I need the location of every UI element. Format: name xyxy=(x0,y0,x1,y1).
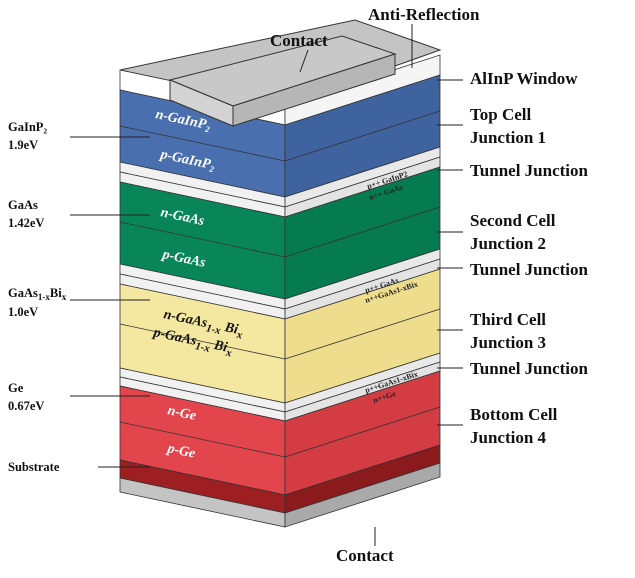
ge-junction-line xyxy=(119,421,286,458)
label-top-cell: Top Cell xyxy=(470,105,532,124)
label-gaas-ev: 1.42eV xyxy=(8,216,44,230)
gainp-junction-line-side xyxy=(284,110,441,162)
label-alinp-window: AlInP Window xyxy=(470,69,578,88)
label-contact-top: Contact xyxy=(270,31,328,50)
label-gaasbi: GaAs1-xBix xyxy=(8,286,67,302)
left-labels: GaInP₂ 1.9eV GaAs 1.42eV GaAs1-xBix 1.0e… xyxy=(8,120,67,474)
label-gaasbi-ev: 1.0eV xyxy=(8,305,38,319)
label-ge: Ge xyxy=(8,381,24,395)
label-ge-ev: 0.67eV xyxy=(8,399,44,413)
label-tunnel-3: Tunnel Junction xyxy=(470,359,588,378)
layer-bottom-contact-side xyxy=(284,462,441,528)
ge-junction-line-side xyxy=(284,406,441,458)
right-labels: Anti-Reflection Contact AlInP Window Top… xyxy=(270,5,588,565)
label-tunnel-2: Tunnel Junction xyxy=(470,260,588,279)
top-contact xyxy=(168,35,397,127)
label-substrate: Substrate xyxy=(8,460,60,474)
gaas-junction-line-side xyxy=(284,206,441,258)
leader-lines xyxy=(70,24,463,546)
label-bottom-cell: Bottom Cell xyxy=(470,405,558,424)
gaas-junction-line xyxy=(119,221,286,258)
label-junction-1: Junction 1 xyxy=(470,128,546,147)
text-p-ge: p-Ge xyxy=(165,441,196,462)
label-junction-2: Junction 2 xyxy=(470,234,546,253)
label-tunnel-1: Tunnel Junction xyxy=(470,161,588,180)
label-second-cell: Second Cell xyxy=(470,211,556,230)
label-junction-3: Junction 3 xyxy=(470,333,546,352)
label-contact-bottom: Contact xyxy=(336,546,394,565)
gaasbi-junction-line xyxy=(119,323,286,360)
label-third-cell: Third Cell xyxy=(470,310,546,329)
gainp-junction-line xyxy=(119,125,286,162)
label-gainp: GaInP₂ xyxy=(8,120,47,134)
label-anti-reflection: Anti-Reflection xyxy=(368,5,480,24)
text-n-ge: n-Ge xyxy=(166,403,197,424)
label-gainp-ev: 1.9eV xyxy=(8,138,38,152)
label-gaas: GaAs xyxy=(8,198,38,212)
gaasbi-junction-line-side xyxy=(284,308,441,360)
label-junction-4: Junction 4 xyxy=(470,428,547,447)
